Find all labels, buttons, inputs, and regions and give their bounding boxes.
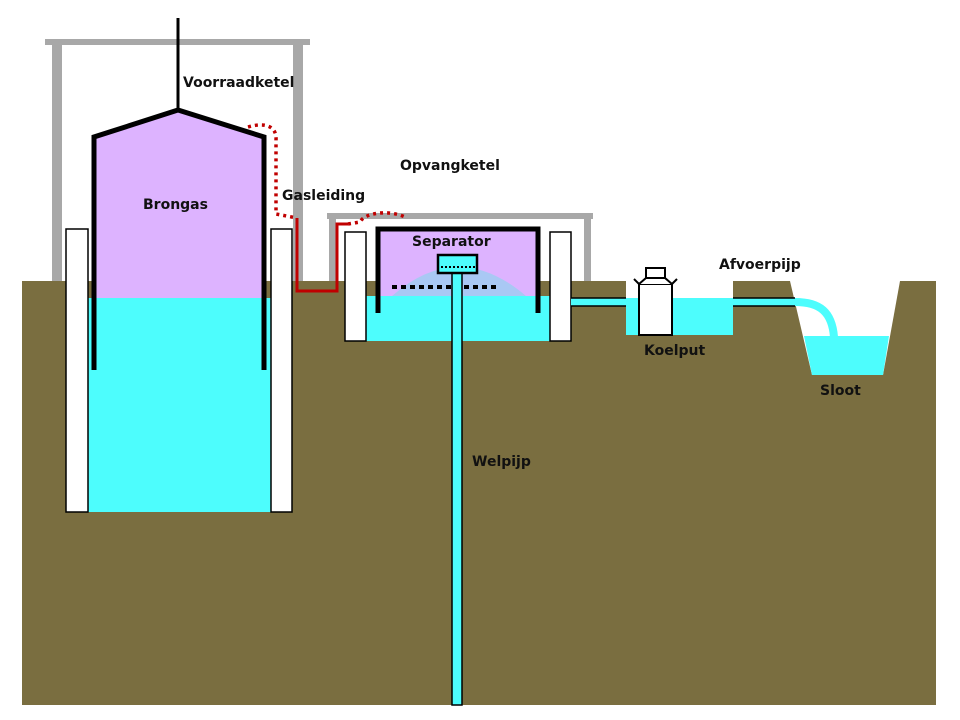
label-storage-tank: Voorraadketel xyxy=(183,75,295,91)
middle-pit-wall-right xyxy=(549,231,572,342)
discharge-pipe-outlet xyxy=(794,298,838,338)
collection-tank xyxy=(375,226,541,313)
middle-pit-wall-left xyxy=(344,231,367,342)
label-ditch: Sloot xyxy=(820,383,861,399)
label-gas-pipe: Gasleiding xyxy=(282,188,366,204)
left-pit-wall-right xyxy=(270,228,293,513)
well-pipe xyxy=(451,272,463,706)
separator-head xyxy=(436,253,479,275)
left-pit-wall-left xyxy=(65,228,89,513)
middle-frame xyxy=(327,213,593,281)
milk-can-icon xyxy=(633,267,678,336)
storage-tank xyxy=(91,107,267,370)
gas-pipe-solid xyxy=(295,218,348,293)
gas-pipe-dotted-left xyxy=(247,123,298,220)
label-separator: Separator xyxy=(412,234,491,250)
label-cooling-pit: Koelput xyxy=(644,343,706,359)
discharge-pipe xyxy=(571,298,795,306)
source-gas-volume xyxy=(93,110,265,298)
ditch-water xyxy=(804,336,889,375)
gas-pipe-dotted-right xyxy=(347,211,406,226)
left-pit-water xyxy=(88,298,271,512)
label-well-pipe: Welpijp xyxy=(472,454,531,470)
label-collection-tank: Opvangketel xyxy=(400,158,500,174)
label-source-gas: Brongas xyxy=(143,197,208,213)
label-discharge-pipe: Afvoerpijp xyxy=(719,257,801,273)
